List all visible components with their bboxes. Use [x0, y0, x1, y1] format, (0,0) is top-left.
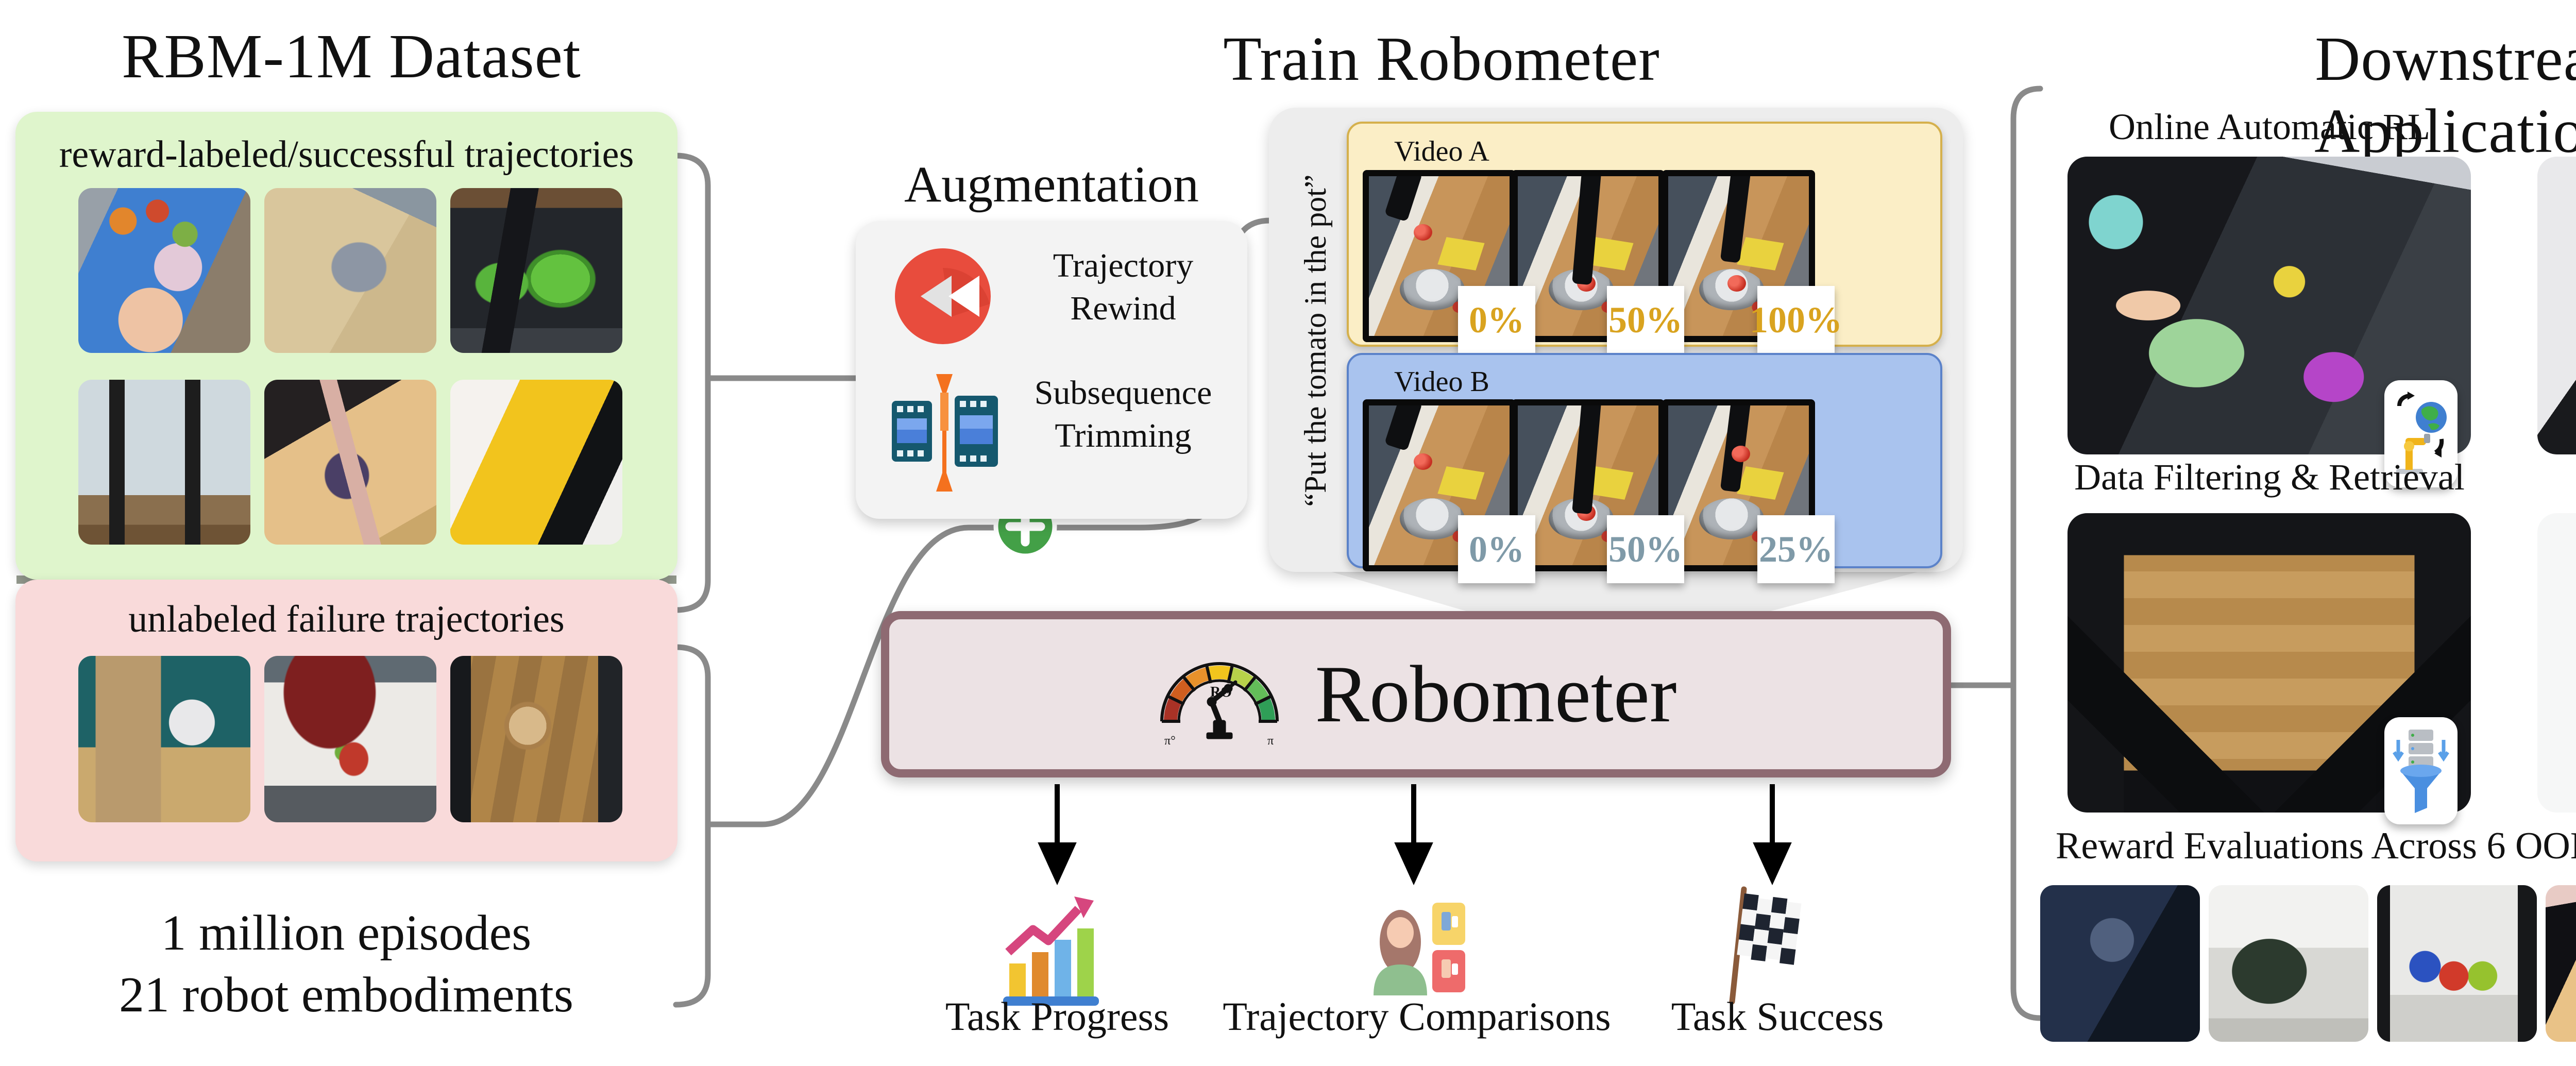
augmentation-title: Augmentation [904, 156, 1199, 213]
app-online-rl-label: Online Automatic RL [2109, 106, 2430, 147]
video-a-progress-2: 50% [1607, 286, 1684, 354]
offline-rl-image [2537, 157, 2576, 454]
task-success-label: Task Success [1671, 994, 1884, 1039]
failure-detection-image [2537, 513, 2576, 813]
train-title: Train Robometer [1223, 24, 1660, 94]
subsequence-trimming-label: Subsequence Trimming [1034, 374, 1212, 454]
downstream-bracket [2010, 86, 2043, 1021]
ood-scene-image-3 [2377, 885, 2537, 1042]
reward-evaluations-caption: Reward Evaluations Across 6 OOD Scenes @… [2056, 825, 2576, 867]
rewind-icon [895, 248, 991, 344]
film-trim-icon [892, 374, 998, 492]
trajectory-rewind-label: Trajectory Rewind [1053, 247, 1194, 327]
stat-embodiments: 21 robot embodiments [119, 967, 573, 1023]
dataset-image-cutting-vegetables [78, 188, 250, 353]
ood-scene-image-4 [2546, 885, 2576, 1042]
robot-globe-loop-icon [2384, 380, 2458, 487]
app-offline-rl-label: Offline RL w/ Noisy Data [2537, 106, 2576, 148]
app-failure-detection-label: Zero-shot Failure Detection [2537, 456, 2576, 499]
robometer-box: RΘ π° π Robometer [881, 611, 1951, 777]
server-funnel-icon [2384, 717, 2458, 824]
task-progress-label: Task Progress [945, 994, 1170, 1039]
video-a-progress-3: 100% [1750, 286, 1842, 354]
dataset-image-red-robot-bowl-failure [264, 656, 436, 822]
ood-scene-image-1 [2040, 885, 2200, 1042]
bar-chart-rising-icon [1003, 896, 1099, 1006]
video-b-progress-1: 0% [1458, 515, 1535, 583]
failure-trajectories-label: unlabeled failure trajectories [128, 598, 565, 640]
success-trajectories-label: reward-labeled/successful trajectories [59, 133, 634, 176]
trajectory-comparisons-label: Trajectory Comparisons [1223, 994, 1611, 1039]
dataset-image-sim-cabinet-failure [78, 656, 250, 822]
dataset-image-window-dual-arms [78, 380, 250, 545]
dataset-image-cloth-push [264, 380, 436, 545]
downstream-title: Downstream Applications [2314, 24, 2576, 166]
checkered-flag-icon [1729, 886, 1802, 1005]
svg-text:π°: π° [1164, 734, 1176, 748]
video-a-progress-1: 0% [1458, 286, 1535, 354]
ood-scene-image-2 [2209, 885, 2368, 1042]
success-bracket [673, 153, 711, 613]
dataset-image-yellow-object-gripper [450, 380, 622, 545]
robometer-gauge-icon: RΘ π° π [1160, 662, 1279, 748]
video-b-progress-3: 25% [1757, 515, 1835, 583]
app-data-filtering-label: Data Filtering & Retrieval [2074, 456, 2465, 498]
person-feedback-icon [1374, 903, 1465, 995]
task-prompt: “Put the tomato in the pot” [1298, 174, 1332, 507]
dataset-image-wood-table-bowl-failure [450, 656, 622, 822]
video-b-label: Video B [1394, 366, 1489, 398]
video-b-progress-2: 50% [1607, 515, 1684, 583]
failure-bracket [673, 644, 711, 1008]
failure-to-plus-wire [705, 524, 1000, 827]
stat-episodes: 1 million episodes [161, 905, 532, 961]
dataset-stats: 1 million episodes 21 robot embodiments [89, 903, 604, 1026]
dataset-image-green-plates-gripper [450, 188, 622, 353]
dataset-title: RBM-1M Dataset [122, 22, 581, 91]
robometer-label: Robometer [1315, 649, 1677, 739]
video-a-label: Video A [1394, 136, 1489, 167]
svg-text:π: π [1267, 734, 1274, 748]
dataset-image-bed-robot-arms [264, 188, 436, 353]
